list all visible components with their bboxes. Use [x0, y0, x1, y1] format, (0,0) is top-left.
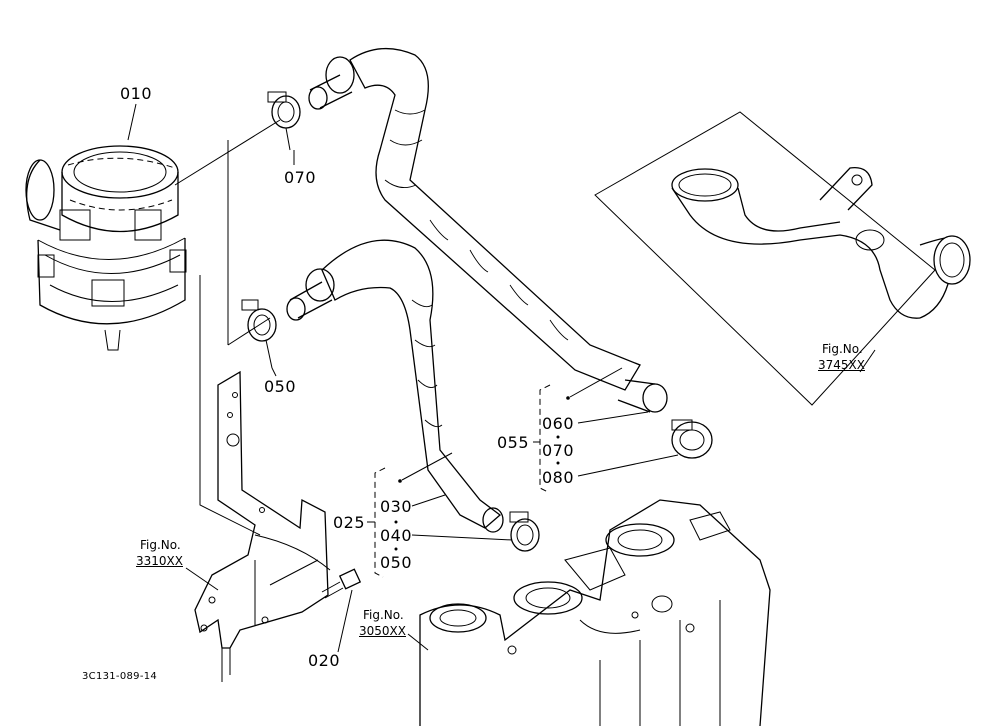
- clamp-070-top: [267, 91, 301, 151]
- hose-055: [308, 47, 668, 413]
- fig-ref-3745-label: Fig.No.: [822, 342, 863, 356]
- guide-line-bracket: [199, 275, 261, 536]
- leader-050: [271, 367, 277, 377]
- fig-ref-3745-link[interactable]: 3745XX: [818, 358, 865, 372]
- reference-panel-3745: [594, 111, 971, 406]
- clamp-040: [509, 511, 540, 552]
- clamp-050: [241, 299, 277, 369]
- air-cleaner-assembly: [25, 145, 187, 351]
- leader-3310: [185, 567, 219, 591]
- leader-030: [411, 494, 446, 507]
- hose-025: [286, 239, 504, 533]
- drawing-code: 3C131-089-14: [82, 671, 158, 682]
- leader-010: [127, 103, 137, 141]
- leader-060: [577, 411, 649, 424]
- leader-3745: [859, 349, 876, 373]
- part-label-025[interactable]: 025: [333, 513, 366, 532]
- part-label-050-bottom[interactable]: 050: [380, 553, 413, 572]
- fig-ref-3050-label: Fig.No.: [363, 608, 404, 622]
- clamp-080: [671, 419, 713, 459]
- part-label-070-top[interactable]: 070: [284, 168, 317, 187]
- leader-040: [411, 534, 513, 541]
- part-label-020[interactable]: 020: [308, 651, 341, 670]
- leader-025-hose: [401, 452, 453, 481]
- part-label-060[interactable]: 060: [542, 414, 575, 433]
- leader-080: [577, 454, 679, 477]
- leader-3050: [407, 633, 429, 651]
- part-label-070-right[interactable]: 070: [542, 441, 575, 460]
- fig-ref-3310-link[interactable]: 3310XX: [136, 554, 183, 568]
- bolt-020: [321, 568, 362, 653]
- mounting-bracket: [194, 370, 331, 682]
- fig-ref-3310-label: Fig.No.: [140, 538, 181, 552]
- fig-ref-3050-link[interactable]: 3050XX: [359, 624, 406, 638]
- part-label-040[interactable]: 040: [380, 526, 413, 545]
- part-label-080[interactable]: 080: [542, 468, 575, 487]
- part-label-010[interactable]: 010: [120, 84, 153, 103]
- part-label-050[interactable]: 050: [264, 377, 297, 396]
- part-label-030[interactable]: 030: [380, 497, 413, 516]
- part-label-055[interactable]: 055: [497, 433, 530, 452]
- group-bracket-025: [374, 467, 386, 578]
- group-bracket-055: [539, 384, 551, 493]
- engine-block: [419, 499, 771, 726]
- leader-055-hose: [569, 367, 623, 398]
